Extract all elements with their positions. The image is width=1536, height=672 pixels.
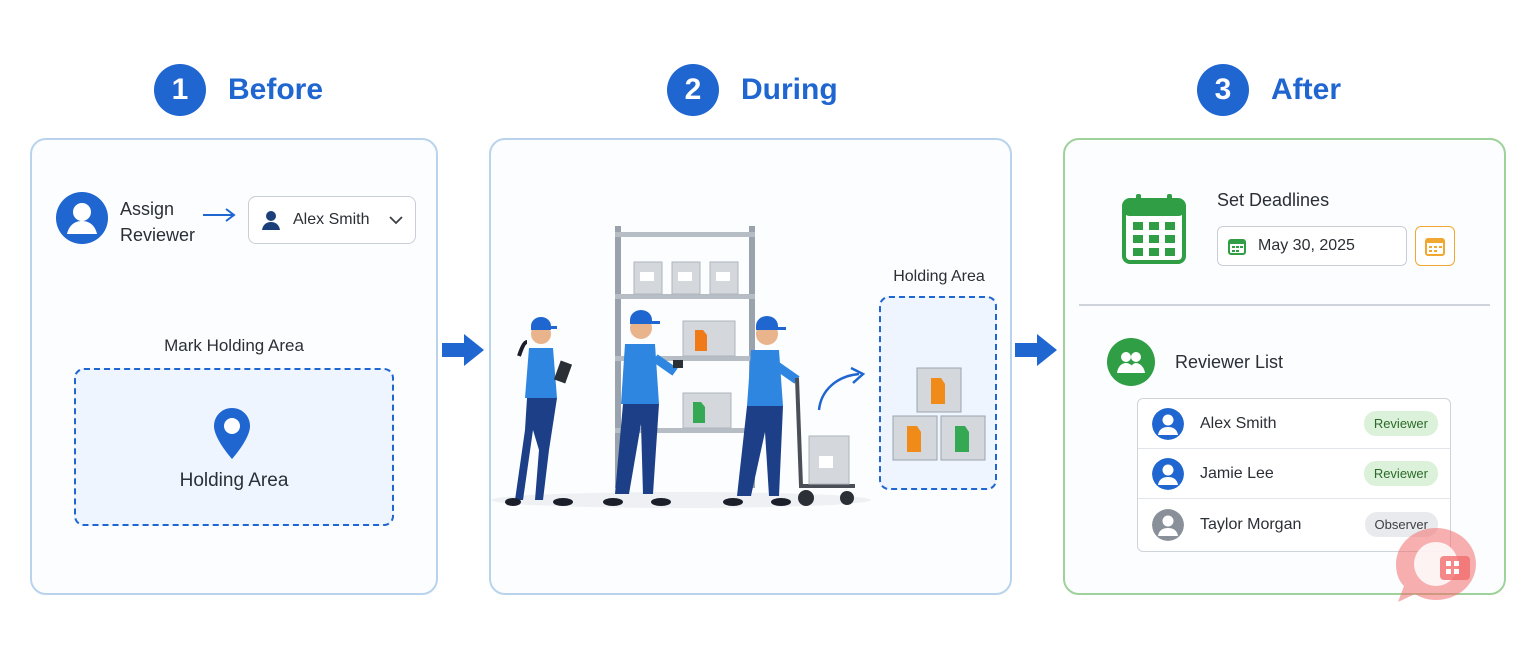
reviewer-row[interactable]: Alex Smith Reviewer [1138,399,1450,449]
set-deadlines-label: Set Deadlines [1217,190,1330,210]
mark-holding-area-label: Mark Holding Area [164,336,304,355]
holding-area-text: Holding Area [179,470,289,491]
holding-area-zone[interactable]: Holding Area [74,368,394,526]
price-tag-icon [892,367,986,461]
group-icon [1107,338,1155,386]
during-holding-label: Holding Area [893,268,985,285]
reviewer-name: Jamie Lee [1200,464,1274,482]
step-2-title: During [741,73,838,106]
worker-with-cart [723,316,855,506]
reviewer-select[interactable]: Alex Smith [248,196,416,244]
reviewer-list: Alex Smith Reviewer Jamie Lee Reviewer T… [1137,398,1451,552]
assign-reviewer-label: Assign Reviewer [120,199,196,245]
reviewer-select-value: Alex Smith [293,211,370,228]
date-picker-button[interactable] [1415,226,1455,266]
step-1-number: 1 [154,64,206,116]
step-3-number: 3 [1197,64,1249,116]
assign-user-icon [56,192,108,244]
deadline-date-field[interactable]: May 30, 2025 [1217,226,1407,266]
warehouse-scene-illustration [491,226,871,508]
reviewer-row[interactable]: Taylor Morgan Observer [1138,499,1450,550]
chevron-down-icon [389,216,403,225]
calendar-small-icon [1228,239,1246,255]
user-icon [1152,508,1184,541]
watermark-logo-icon [1396,528,1476,602]
user-icon [1152,407,1184,440]
reviewer-list-title: Reviewer List [1175,352,1284,372]
calendar-icon [1425,238,1445,256]
deadline-date-value: May 30, 2025 [1258,237,1355,254]
user-icon [262,211,280,230]
worker-with-clipboard [505,317,573,506]
reviewer-name: Alex Smith [1200,414,1277,432]
arrow-right-icon [203,208,236,222]
worker-with-scanner [603,310,683,506]
role-badge: Reviewer [1363,411,1438,436]
calendar-icon [1122,194,1186,264]
step-1-header: 1 Before [154,62,323,118]
flow-arrow-icon [442,334,484,366]
during-holding-zone [879,296,997,490]
after-panel: Set Deadlines May 30, 2025 Reviewer List… [1063,138,1506,595]
section-divider [1079,304,1490,306]
shelf-rack [615,226,755,488]
step-1-title: Before [228,73,324,106]
reviewer-name: Taylor Morgan [1200,515,1302,533]
step-3-title: After [1271,73,1342,106]
reviewer-row[interactable]: Jamie Lee Reviewer [1138,449,1450,499]
during-panel: Holding Area [489,138,1012,595]
step-3-header: 3 After [1197,62,1341,118]
tagged-boxes-illustration [892,367,986,461]
flow-arrow-icon [1015,334,1057,366]
location-pin-icon [214,408,250,459]
step-2-number: 2 [667,64,719,116]
before-panel: Assign Reviewer Alex Smith Mark Holding … [30,138,438,595]
step-2-header: 2 During [667,62,838,118]
user-icon [1152,457,1184,490]
role-badge: Reviewer [1363,461,1438,486]
curved-arrow-icon [817,366,866,411]
